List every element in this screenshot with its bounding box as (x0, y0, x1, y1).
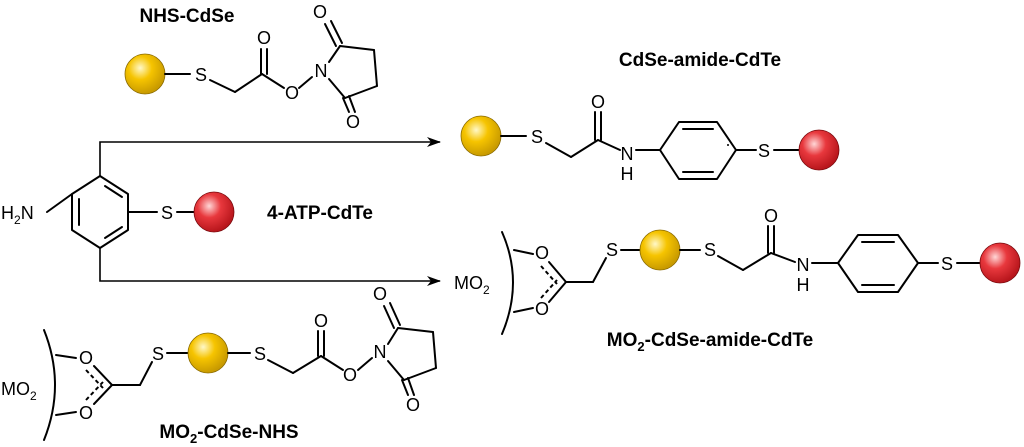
atp-cdte-molecule: H2N S 4-ATP-CdTe (1, 175, 373, 249)
mo2-cdse-nhs-molecule: MO2 O O S S O O N O O MO2 (1, 284, 437, 446)
atom-s: S (758, 141, 770, 161)
atom-o: O (343, 365, 357, 385)
atom-o: O (535, 243, 549, 263)
atom-o: O (535, 299, 549, 319)
atom-s: S (152, 344, 164, 364)
atom-s: S (254, 344, 266, 364)
atom-o: O (373, 284, 387, 304)
label-mo2-cdse-nhs: MO2-CdSe-NHS (159, 422, 298, 446)
label-mo2-cdse-amide-cdte: MO2-CdSe-amide-CdTe (607, 330, 813, 354)
atom-s: S (704, 240, 716, 260)
atom-s: S (941, 254, 953, 274)
atom-mo2: MO2 (454, 273, 490, 297)
atom-h2n: H2N (1, 203, 34, 227)
cdse-quantum-dot (460, 115, 502, 157)
cdse-quantum-dot (124, 53, 166, 95)
atom-o: O (406, 395, 420, 415)
cdse-quantum-dot (187, 332, 229, 374)
cdte-quantum-dot (193, 191, 235, 233)
cdte-quantum-dot (979, 242, 1021, 284)
atom-o: O (313, 2, 327, 22)
reaction-arrows (99, 137, 441, 286)
atom-o: O (346, 112, 360, 132)
cdse-amide-cdte-molecule: CdSe-amide-CdTe S O N H S (460, 50, 840, 184)
atom-o: O (314, 311, 328, 331)
atom-mo2: MO2 (1, 379, 37, 403)
atom-s: S (531, 127, 543, 147)
atom-s: S (606, 240, 618, 260)
atom-n: N (621, 144, 634, 164)
atom-o: O (79, 348, 93, 368)
atom-o: O (257, 28, 271, 48)
atom-s: S (195, 65, 207, 85)
mo2-cdse-amide-cdte-molecule: MO2 O O S S O N H S MO2-CdSe-amide-CdTe (454, 206, 1021, 354)
cdte-quantum-dot (798, 129, 840, 171)
nhs-cdse-molecule: NHS-CdSe S O O N O O (124, 2, 378, 132)
atom-n: N (374, 342, 387, 362)
arrow-to-cdse-amide-cdte (99, 137, 441, 176)
atom-h: H (797, 275, 810, 295)
atom-o: O (285, 83, 299, 103)
atom-o: O (79, 403, 93, 423)
atom-s: S (161, 203, 173, 223)
arrow-to-mo2-cdse-amide-cdte (99, 248, 441, 286)
atom-h: H (621, 164, 634, 184)
atom-n: N (315, 61, 328, 81)
atom-n: N (797, 255, 810, 275)
atom-o: O (591, 92, 605, 112)
cdse-quantum-dot (639, 229, 681, 271)
label-nhs-cdse: NHS-CdSe (139, 6, 234, 27)
label-atp-cdte: 4-ATP-CdTe (267, 203, 373, 224)
label-cdse-amide-cdte: CdSe-amide-CdTe (619, 50, 781, 71)
atom-o: O (764, 206, 778, 226)
